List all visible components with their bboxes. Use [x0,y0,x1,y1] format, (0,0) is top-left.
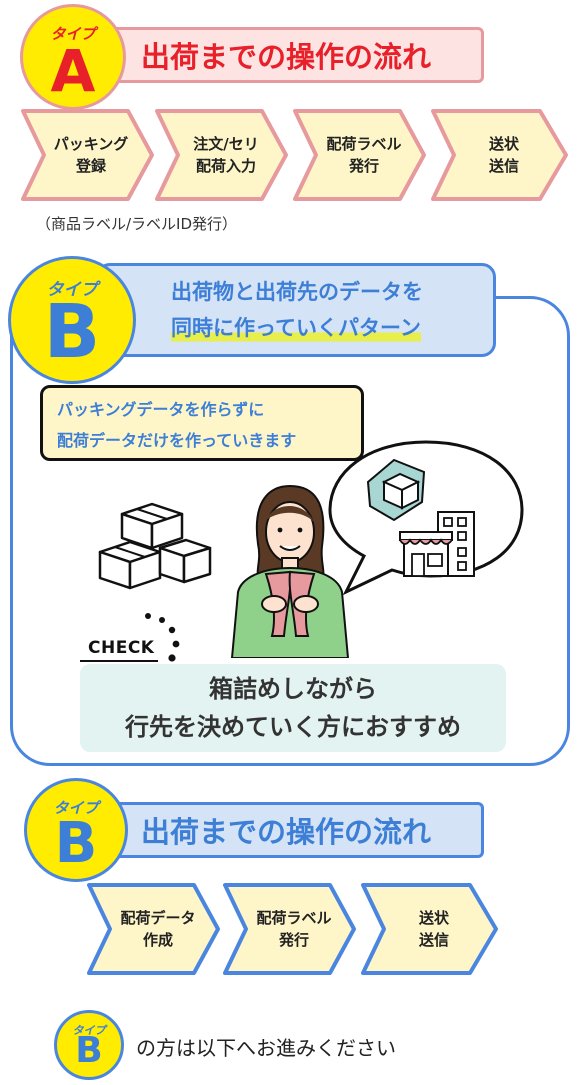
type-a-title-bar: 出荷までの操作の流れ [98,27,484,83]
type-a-badge: タイプ A [20,4,126,110]
recommend-line2: 行先を決めていく方におすすめ [125,713,461,741]
footer-badge[interactable]: タイプ B [54,1010,124,1080]
footer-badge-letter: B [75,1030,103,1071]
package-icon [366,458,426,522]
chevron-shape [431,109,568,201]
type-b-headline-bar: 出荷物と出荷先のデータを 同時に作っていくパターン [96,263,496,357]
chevron-shape [361,883,498,975]
store-building-icon [399,511,475,577]
recommend-line1: 箱詰めしながら [209,675,377,703]
type-b-headline-line2: 同時に作っていくパターン [171,310,421,346]
chevron-shape [155,109,288,201]
type-a-badge-small: タイプ [50,25,96,43]
type-b-flow-badge: タイプ B [24,778,128,882]
type-b-callout-line1: パッキングデータを作らずに [57,400,265,419]
step-label-line1: 送状 [418,909,449,927]
step-label-line1: 配荷ラベル [256,909,332,927]
type-b-badge-letter: B [43,289,101,375]
step-label-line1: 配荷データ [120,909,196,927]
step-label-line2: 送信 [488,157,519,175]
type-a-step-3: 配荷ラベル 発行 [292,107,428,203]
type-a-title: 出荷までの操作の流れ [141,40,432,74]
type-b-headline-line1: 出荷物と出荷先のデータを [171,280,423,304]
type-b-badge: タイプ B [8,256,136,384]
type-b-flow-badge-small: タイプ [53,799,99,817]
type-b-flow-title-bar: 出荷までの操作の流れ [98,802,484,858]
type-b-flow-badge-letter: B [54,811,98,876]
check-underline [80,660,158,662]
step-label-line2: 作成 [142,931,173,949]
type-a-step-2: 注文/セリ 配荷入力 [154,107,290,203]
check-label: CHECK [88,638,155,658]
type-b-callout-line2: 配荷データだけを作っていきます [57,431,297,450]
footer-text: の方は以下へお進みください [136,1036,396,1060]
type-b-recommend-box: 箱詰めしながら 行先を決めていく方におすすめ [80,664,506,752]
type-a-step-4: 送状 送信 [430,107,570,203]
step-label-line2: 送信 [418,931,449,949]
chevron-shape [223,883,356,975]
type-a-note: （商品ラベル/ラベルID発行） [36,215,238,233]
type-b-callout: パッキングデータを作らずに 配荷データだけを作っていきます [40,385,364,461]
step-label-line1: 注文/セリ [193,135,259,153]
type-b-step-2: 配荷ラベル 発行 [222,881,358,977]
type-a-badge-letter: A [50,37,96,105]
type-b-flow-title: 出荷までの操作の流れ [141,815,432,849]
step-label-line1: パッキング [53,135,129,153]
step-label-line2: 配荷入力 [195,157,256,175]
type-b-step-3: 送状 送信 [360,881,500,977]
step-label-line2: 発行 [278,931,309,949]
step-label-line2: 登録 [75,157,106,175]
step-label-line1: 配荷ラベル [326,135,402,153]
chevron-shape [21,109,154,201]
type-a-step-1: パッキング 登録 [20,107,156,203]
step-label-line1: 送状 [488,135,519,153]
step-label-line2: 発行 [348,157,379,175]
chevron-shape [87,883,220,975]
woman-illustration [230,484,350,658]
type-b-badge-small: タイプ [46,280,98,300]
chevron-shape [293,109,426,201]
type-b-step-1: 配荷データ 作成 [86,881,222,977]
boxes-icon [98,502,212,590]
footer-badge-small: タイプ [72,1024,106,1037]
